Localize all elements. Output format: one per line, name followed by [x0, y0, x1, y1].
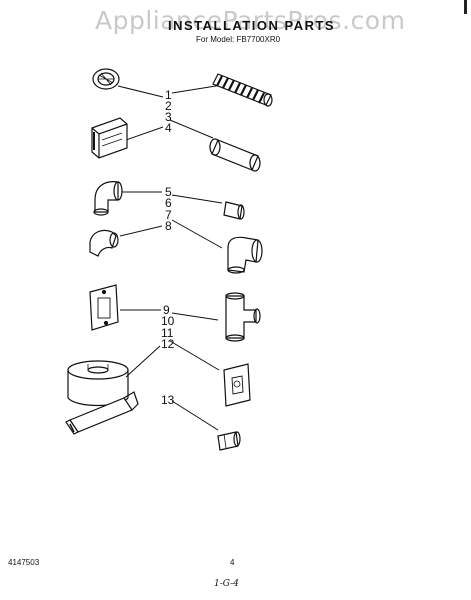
- callout-5: 5: [165, 185, 172, 199]
- flexible-hose-part: [212, 73, 273, 107]
- corner-mark: [464, 0, 467, 14]
- watermark: AppliancePartsPros.com: [95, 6, 406, 35]
- small-elbow-part: [89, 229, 119, 257]
- callout-4: 4: [165, 121, 172, 135]
- callout-10: 10: [161, 314, 175, 328]
- callout-11: 11: [161, 326, 174, 340]
- large-elbow-part: [227, 236, 263, 274]
- seal-ring-part: [92, 68, 120, 90]
- coupling-part: [223, 201, 245, 220]
- wall-plate-part: [223, 363, 251, 407]
- elbow-fitting-part: [93, 181, 123, 216]
- callout-2: 2: [165, 99, 172, 113]
- callout-7: 7: [165, 208, 172, 222]
- model-subtitle: For Model: FB7700XR0: [196, 35, 281, 44]
- adapter-part: [217, 431, 241, 451]
- mounting-plate-part: [89, 284, 119, 331]
- callout-12: 12: [161, 337, 175, 351]
- page-number: 4: [230, 558, 235, 567]
- tee-fitting-part: [225, 292, 261, 342]
- callout-3: 3: [165, 110, 172, 124]
- leader-lines: [117, 84, 223, 431]
- callout-1: 1: [165, 88, 172, 102]
- sealant-can-part: [67, 360, 129, 407]
- handwritten-note: 1-G-4: [214, 579, 239, 589]
- callout-13: 13: [161, 393, 175, 407]
- straight-pipe-part: [209, 138, 261, 172]
- vent-housing-part: [91, 117, 128, 159]
- callout-6: 6: [165, 196, 172, 210]
- page-title: INSTALLATION PARTS: [168, 18, 336, 33]
- document-number: 4147503: [8, 558, 40, 567]
- sealant-tube-part: [65, 391, 139, 435]
- callout-8: 8: [165, 219, 172, 233]
- callout-9: 9: [163, 303, 170, 317]
